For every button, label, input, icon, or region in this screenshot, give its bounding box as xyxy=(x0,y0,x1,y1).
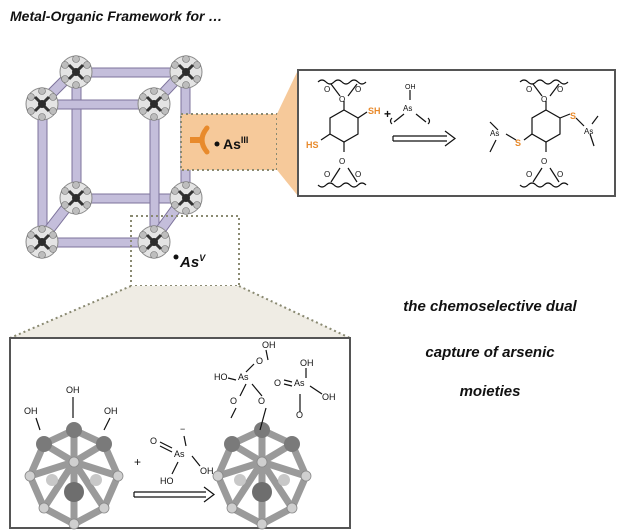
atom-label: OH xyxy=(405,84,416,91)
svg-text:OH: OH xyxy=(104,406,118,416)
rod xyxy=(149,103,160,243)
atom-label: As xyxy=(490,129,499,138)
rod xyxy=(37,103,48,243)
svg-text:As: As xyxy=(238,372,249,382)
thiol-label: SH xyxy=(368,106,381,116)
svg-text:O: O xyxy=(274,378,281,388)
arsenate-atom-labels: OH OH OH O − As OH HO + O O As HO O OH A… xyxy=(24,340,336,486)
as3-label: AsIII xyxy=(223,135,248,152)
atom-label: O xyxy=(557,170,563,179)
zoom-guide xyxy=(9,285,132,339)
caption-line-2: capture of arsenic xyxy=(425,344,555,361)
svg-text:O: O xyxy=(230,396,237,406)
as5-dot xyxy=(173,254,179,260)
thiol-ligand-icon xyxy=(190,125,210,155)
as5-zoom-wedge xyxy=(10,286,350,338)
mof-node-icon xyxy=(25,225,59,259)
svg-text:HO: HO xyxy=(214,372,228,382)
mof-node-icon xyxy=(169,55,203,89)
rod xyxy=(75,193,187,204)
atom-label: O xyxy=(541,95,547,104)
svg-text:−: − xyxy=(180,424,185,434)
atom-label: O xyxy=(526,85,532,94)
svg-text:O: O xyxy=(296,410,303,420)
arsenate-reagent xyxy=(159,435,201,475)
svg-text:O: O xyxy=(256,356,263,366)
atom-label: O xyxy=(526,170,532,179)
rod xyxy=(75,67,187,78)
atom-label: O xyxy=(541,157,547,166)
atom-label: O xyxy=(339,95,345,104)
svg-text:O: O xyxy=(258,396,265,406)
as3-dot xyxy=(214,141,220,147)
mof-node-icon xyxy=(59,181,93,215)
zoom-guide xyxy=(238,285,351,339)
atom-label: O xyxy=(324,170,330,179)
zr-oxo-cluster-right xyxy=(212,422,312,530)
mof-node-icon xyxy=(25,87,59,121)
thiol-label: HS xyxy=(306,140,319,150)
sulfur-label: S xyxy=(570,111,576,121)
mof-node-icon xyxy=(137,87,171,121)
svg-text:+: + xyxy=(134,455,141,469)
thioarsenite-product xyxy=(489,79,599,188)
atom-label: O xyxy=(557,85,563,94)
caption-line-1: the chemoselective dual xyxy=(403,298,577,315)
svg-text:As: As xyxy=(294,378,305,388)
atom-label: As xyxy=(403,104,412,113)
rod xyxy=(41,99,155,110)
arsenate-reaction-scheme xyxy=(35,349,323,503)
arsenite-reagent xyxy=(389,90,431,125)
atom-label: As xyxy=(584,127,593,136)
plus-sign: + xyxy=(384,107,391,121)
svg-text:As: As xyxy=(174,449,185,459)
reaction-arrow-top xyxy=(392,130,456,147)
as3-zoom-wedge xyxy=(277,70,298,196)
atom-label: O xyxy=(324,85,330,94)
mof-node-icon xyxy=(169,181,203,215)
svg-text:O: O xyxy=(150,436,157,446)
atom-label: O xyxy=(339,157,345,166)
figure-title: Metal-Organic Framework for … xyxy=(10,8,223,24)
svg-text:OH: OH xyxy=(322,392,336,402)
reaction-arrow-bottom xyxy=(133,486,215,503)
svg-text:OH: OH xyxy=(66,385,80,395)
thiol-reaction-scheme: O O O O O O SH HS + OH As xyxy=(306,79,599,188)
svg-text:OH: OH xyxy=(24,406,38,416)
svg-text:OH: OH xyxy=(200,466,214,476)
svg-text:OH: OH xyxy=(262,340,276,350)
thiol-reaction-box xyxy=(297,69,616,197)
mof-framework xyxy=(37,65,191,248)
mof-node-icon xyxy=(137,225,171,259)
mof-nodes xyxy=(25,55,203,259)
as5-label: AsV xyxy=(179,253,206,271)
svg-text:OH: OH xyxy=(300,358,314,368)
zr-oxo-cluster-left xyxy=(24,422,124,530)
sulfur-label: S xyxy=(515,138,521,148)
mof-node-icon xyxy=(59,55,93,89)
rod xyxy=(71,71,82,201)
dithiol-terephthalate xyxy=(317,79,368,188)
caption-line-3: moieties xyxy=(459,383,521,400)
svg-text:HO: HO xyxy=(160,476,174,486)
atom-label: O xyxy=(355,85,361,94)
atom-label: O xyxy=(355,170,361,179)
